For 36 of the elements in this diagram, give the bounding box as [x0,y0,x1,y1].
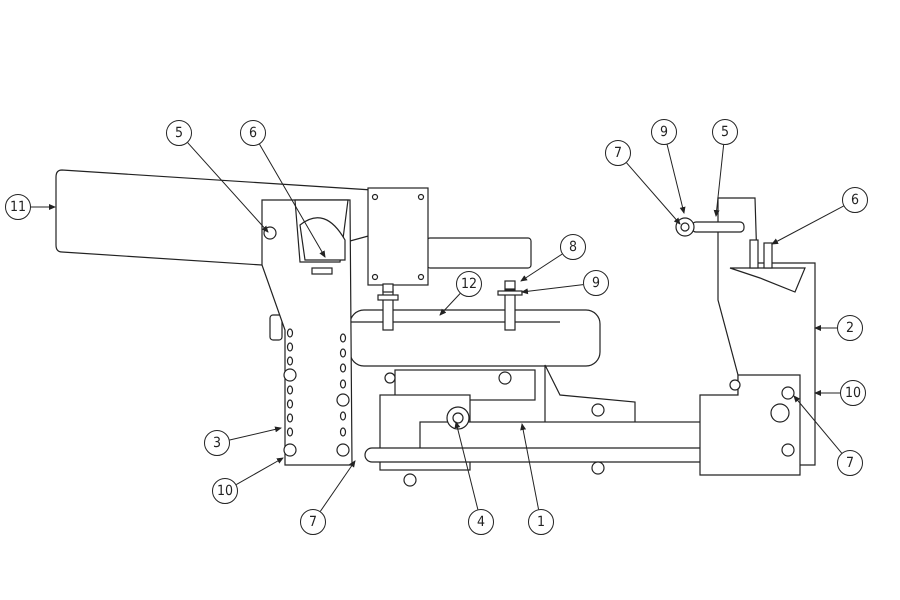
leader-line [714,144,724,217]
callout-number: 10 [840,380,866,406]
leader-line [771,206,844,244]
callout-number: 6 [842,187,868,213]
leader-line [30,204,56,210]
callout-number: 7 [605,140,631,166]
leader-line [666,144,686,214]
callout-number: 9 [583,270,609,296]
callout-number: 3 [204,430,230,456]
leader-line [454,421,478,510]
callout-number: 5 [166,120,192,146]
callout-number: 7 [300,509,326,535]
leader-line [187,142,269,233]
callout-number: 11 [5,194,31,220]
callout-number: 8 [560,234,586,260]
callout-number: 9 [651,119,677,145]
callout-number: 12 [456,271,482,297]
leader-line [439,293,461,316]
leader-line [236,458,284,486]
leader-line [520,254,563,282]
callout-number: 7 [837,450,863,476]
leader-line [259,144,326,258]
leader-line [814,325,838,331]
callout-number: 6 [240,120,266,146]
leader-line [521,284,584,294]
callout-number: 1 [528,509,554,535]
leader-line [320,460,356,512]
leader-line [520,423,540,510]
leader-line [626,162,681,225]
callout-number: 4 [468,509,494,535]
leader-line [793,395,842,454]
callout-number: 5 [712,119,738,145]
callout-number: 10 [212,478,238,504]
leader-line [814,390,840,396]
callout-number: 2 [837,315,863,341]
leader-line [229,426,282,441]
